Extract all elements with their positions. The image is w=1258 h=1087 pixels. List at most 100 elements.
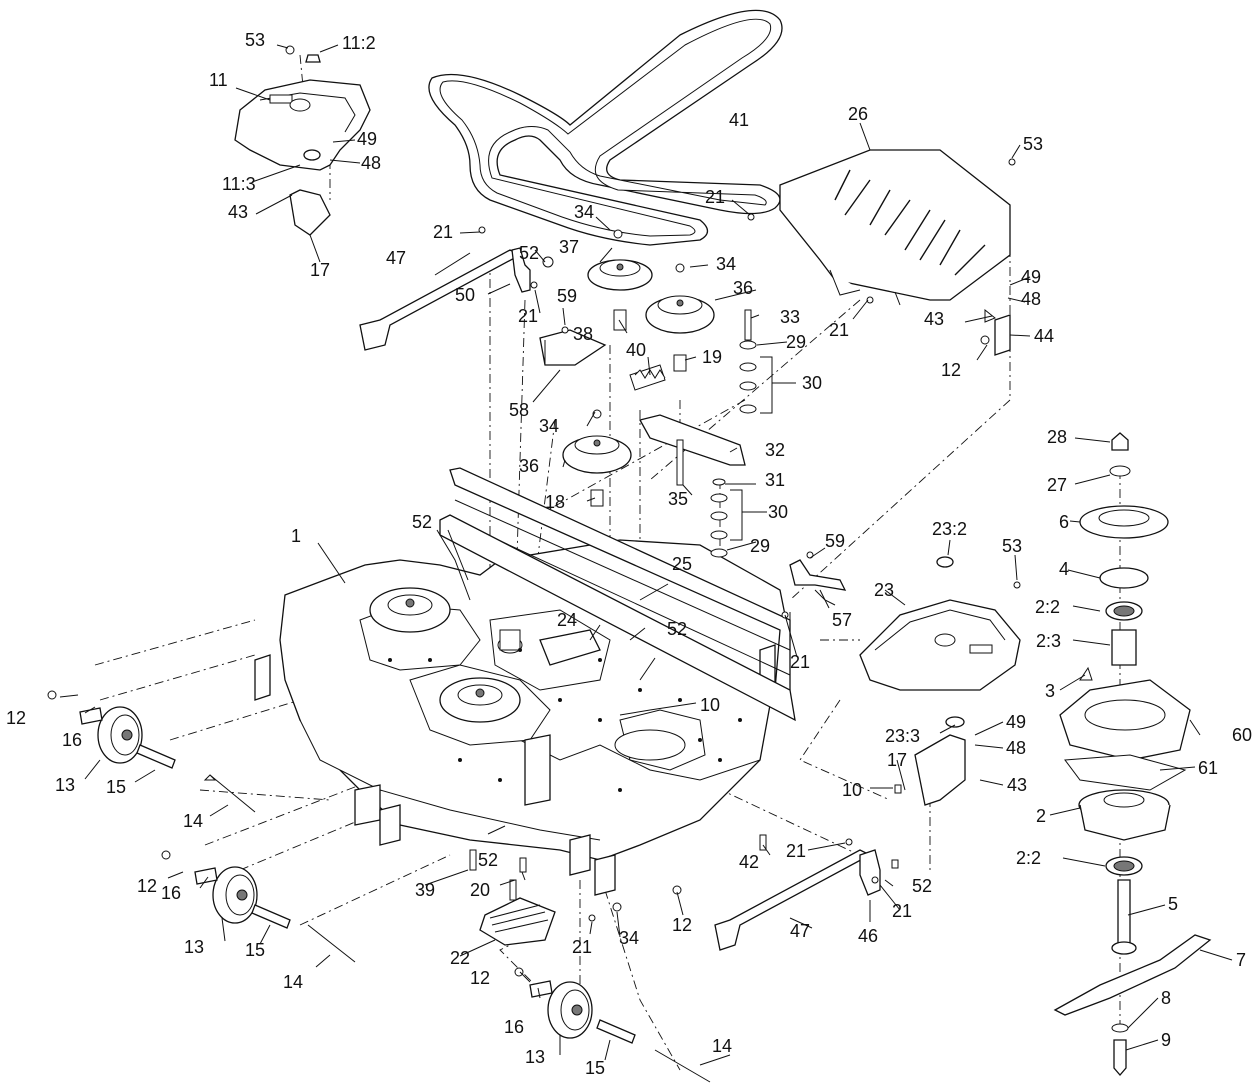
callout-27: 27	[1047, 475, 1067, 495]
callout-29: 29	[750, 536, 770, 556]
callout-16: 16	[161, 883, 181, 903]
callout-52: 52	[667, 619, 687, 639]
callout-17: 17	[310, 260, 330, 280]
callout-15: 15	[106, 777, 126, 797]
callout-52: 52	[478, 850, 498, 870]
callout-26: 26	[848, 104, 868, 124]
callout-3: 3	[1045, 681, 1055, 701]
callout-12: 12	[470, 968, 490, 988]
callout-37: 37	[559, 237, 579, 257]
callout-49: 49	[1021, 267, 1041, 287]
callout-23-2: 23:2	[932, 519, 967, 539]
callout-30: 30	[768, 502, 788, 522]
callout-24: 24	[557, 610, 577, 630]
callout-52: 52	[519, 243, 539, 263]
callout-labels: 1 2 2:2 2:2 2:3 3 4 5 6 7 8 9 10 10 11 1…	[6, 30, 1252, 1078]
callout-50: 50	[455, 285, 475, 305]
spindle-assembly	[1053, 432, 1212, 1076]
callout-31: 31	[765, 470, 785, 490]
callout-leader-lines	[59, 44, 1233, 1066]
callout-9: 9	[1161, 1030, 1171, 1050]
belt-cover-left	[234, 45, 371, 171]
callout-59: 59	[825, 531, 845, 551]
callout-21: 21	[790, 652, 810, 672]
callout-12: 12	[672, 915, 692, 935]
callout-20: 20	[470, 880, 490, 900]
callout-21: 21	[705, 187, 725, 207]
callout-2: 2	[1036, 806, 1046, 826]
callout-48: 48	[1006, 738, 1026, 758]
callout-13: 13	[184, 937, 204, 957]
callout-2-3: 2:3	[1036, 631, 1061, 651]
baffle-and-rail	[439, 467, 796, 722]
callout-33: 33	[780, 307, 800, 327]
callout-4: 4	[1059, 559, 1069, 579]
callout-23-3: 23:3	[885, 726, 920, 746]
callout-46: 46	[858, 926, 878, 946]
callout-10: 10	[700, 695, 720, 715]
belt-cover-right	[859, 556, 1021, 728]
callout-16: 16	[62, 730, 82, 750]
callout-43: 43	[1007, 775, 1027, 795]
callout-12: 12	[6, 708, 26, 728]
callout-49: 49	[357, 129, 377, 149]
callout-57: 57	[832, 610, 852, 630]
callout-43: 43	[228, 202, 248, 222]
callout-10: 10	[842, 780, 862, 800]
callout-14: 14	[183, 811, 203, 831]
idler-pulley-stack	[539, 229, 746, 507]
callout-49: 49	[1006, 712, 1026, 732]
callout-1: 1	[291, 526, 301, 546]
callout-43: 43	[924, 309, 944, 329]
callout-53: 53	[1023, 134, 1043, 154]
callout-2-2: 2:2	[1016, 848, 1041, 868]
callout-36: 36	[733, 278, 753, 298]
callout-19: 19	[702, 347, 722, 367]
callout-60: 60	[1232, 725, 1252, 745]
callout-35: 35	[668, 489, 688, 509]
callout-13: 13	[55, 775, 75, 795]
callout-21: 21	[572, 937, 592, 957]
callout-16: 16	[504, 1017, 524, 1037]
callout-34: 34	[539, 416, 559, 436]
callout-11: 11	[209, 70, 228, 90]
callout-7: 7	[1236, 950, 1246, 970]
callout-21: 21	[786, 841, 806, 861]
callout-15: 15	[585, 1058, 605, 1078]
callout-48: 48	[361, 153, 381, 173]
callout-53: 53	[1002, 536, 1022, 556]
callout-2-2: 2:2	[1035, 597, 1060, 617]
callout-23: 23	[874, 580, 894, 600]
callout-29: 29	[786, 332, 806, 352]
callout-14: 14	[283, 972, 303, 992]
mower-deck-housing	[254, 539, 791, 896]
callout-38: 38	[573, 324, 593, 344]
callout-11-3: 11:3	[222, 174, 256, 194]
callout-34: 34	[716, 254, 736, 274]
callout-34: 34	[574, 202, 594, 222]
callout-12: 12	[941, 360, 961, 380]
callout-34: 34	[619, 928, 639, 948]
callout-40: 40	[626, 340, 646, 360]
callout-41: 41	[729, 110, 749, 130]
callout-25: 25	[672, 554, 692, 574]
callout-12: 12	[137, 876, 157, 896]
callout-13: 13	[525, 1047, 545, 1067]
fasteners	[47, 158, 1021, 977]
callout-39: 39	[415, 880, 435, 900]
callout-61: 61	[1198, 758, 1218, 778]
callout-44: 44	[1034, 326, 1054, 346]
callout-8: 8	[1161, 988, 1171, 1008]
callout-36: 36	[519, 456, 539, 476]
callout-30: 30	[802, 373, 822, 393]
callout-14: 14	[712, 1036, 732, 1056]
callout-53: 53	[245, 30, 265, 50]
callout-28: 28	[1047, 427, 1067, 447]
callout-42: 42	[739, 852, 759, 872]
callout-18: 18	[545, 492, 565, 512]
callout-47: 47	[386, 248, 406, 268]
callout-6: 6	[1059, 512, 1069, 532]
foot-rest-plate	[779, 149, 1011, 306]
callout-11-2: 11:2	[342, 33, 376, 53]
